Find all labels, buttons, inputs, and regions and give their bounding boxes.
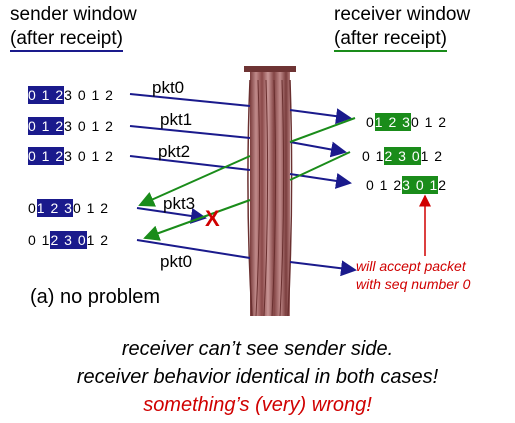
receiver-window-title: receiver window [334, 4, 471, 25]
receiver-row-2: 0 1 2 3 0 1 2 [362, 147, 443, 165]
pkt3-label: pkt3 [163, 194, 196, 213]
sender-row-3-after: 3 0 1 2 [64, 148, 114, 164]
sender-row-5: 0 1 2 3 0 1 2 [28, 231, 109, 249]
sender-row-4: 0 1 2 3 0 1 2 [28, 199, 109, 217]
sender-row-5-after: 1 2 [86, 232, 110, 248]
receiver-window-subtitle: (after receipt) [334, 28, 447, 52]
sender-row-5-window: 2 3 0 [50, 231, 87, 249]
sender-row-4-window: 1 2 3 [36, 199, 73, 217]
pkt0-retx-label: pkt0 [160, 252, 193, 271]
receiver-subtitle-text: (after receipt) [334, 28, 447, 52]
receiver-row-1: 0 1 2 3 0 1 2 [366, 113, 447, 131]
receiver-row-2-after: 1 2 [420, 148, 444, 164]
sender-row-3: 0 1 2 3 0 1 2 [28, 147, 114, 165]
receiver-note-line2: with seq number 0 [356, 276, 471, 292]
receiver-row-2-window: 2 3 0 [384, 147, 421, 165]
curtain-barrier [244, 66, 296, 317]
receiver-row-1-after: 0 1 2 [410, 114, 448, 130]
sender-row-5-before: 0 1 [28, 232, 51, 248]
sender-row-4-after: 0 1 2 [72, 200, 110, 216]
pkt1-arrow [129, 125, 347, 158]
receiver-note-line1: will accept packet [356, 258, 466, 274]
receiver-row-3-window: 3 0 1 [402, 176, 439, 194]
bottom-line-2: receiver behavior identical in both case… [76, 366, 439, 388]
sender-subtitle-text: (after receipt) [10, 28, 123, 52]
sender-window-subtitle: (after receipt) [10, 28, 123, 52]
packet-loss-marker: X [205, 206, 220, 231]
sender-window-title: sender window [10, 4, 137, 25]
pkt0-arrow [129, 93, 352, 125]
ack1-arrow [143, 151, 351, 241]
receiver-row-2-before: 0 1 [362, 148, 385, 164]
case-caption: (a) no problem [30, 286, 161, 308]
pkt0-label: pkt0 [152, 78, 185, 97]
pkt1-label: pkt1 [160, 110, 193, 129]
receiver-row-3-before: 0 1 2 [366, 177, 403, 193]
sender-row-4-before: 0 [28, 200, 37, 216]
sender-row-2-after: 3 0 1 2 [64, 118, 114, 134]
receiver-row-3: 0 1 2 3 0 1 2 [366, 176, 447, 194]
receiver-row-3-after: 2 [438, 177, 448, 193]
sender-row-2-window: 0 1 2 [28, 117, 65, 135]
ack0-arrow [138, 117, 356, 207]
bottom-line-1: receiver can’t see sender side. [121, 338, 394, 360]
receiver-row-1-before: 0 [366, 114, 375, 130]
receiver-row-1-window: 1 2 3 [374, 113, 411, 131]
sender-row-2: 0 1 2 3 0 1 2 [28, 117, 114, 135]
sender-row-1-window: 0 1 2 [28, 86, 65, 104]
bottom-line-3: something’s (very) wrong! [143, 394, 372, 416]
sender-row-1-after: 3 0 1 2 [64, 87, 114, 103]
sender-row-3-window: 0 1 2 [28, 147, 65, 165]
pkt0-retx-arrow [136, 239, 357, 277]
pkt2-label: pkt2 [158, 142, 191, 161]
pkt3-arrow-lost [136, 207, 207, 224]
sender-row-1: 0 1 2 3 0 1 2 [28, 86, 114, 104]
